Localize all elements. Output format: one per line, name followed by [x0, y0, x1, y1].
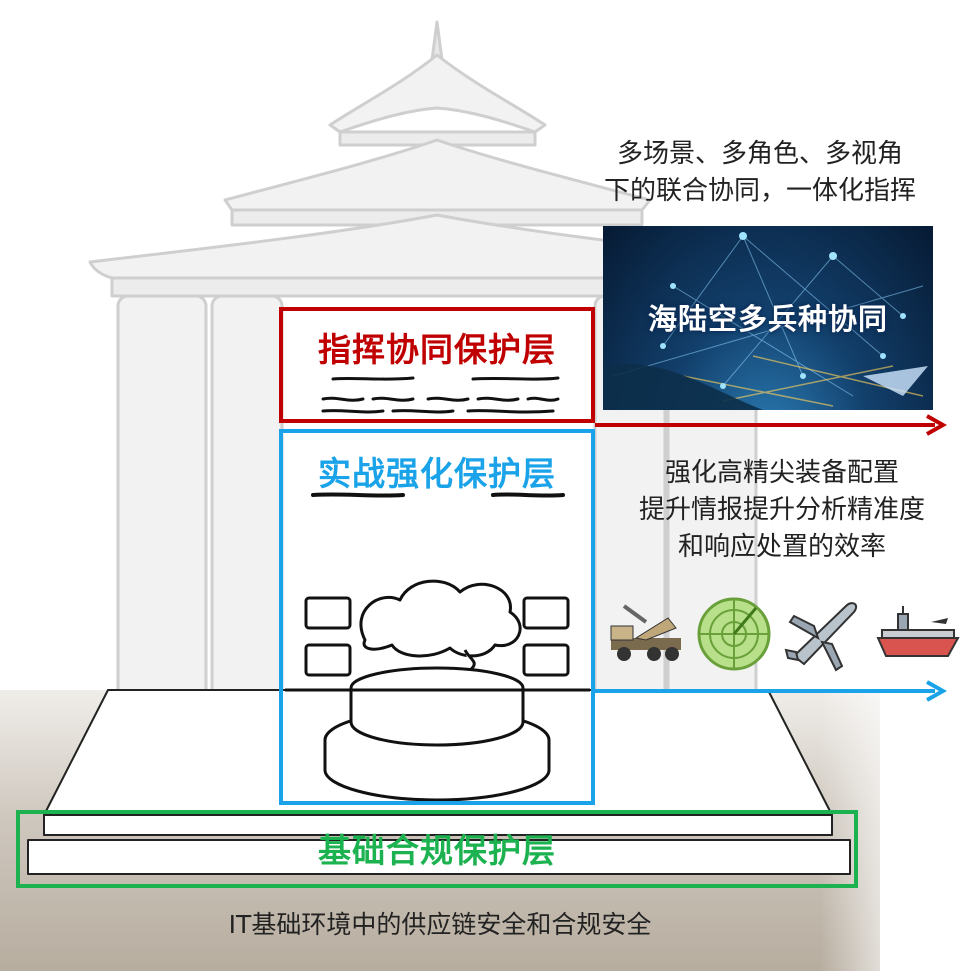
military-aircraft-icon: [784, 596, 864, 672]
combat-layer-caption: 强化高精尖装备配置 提升情报提升分析精准度 和响应处置的效率: [592, 455, 967, 566]
caption-line: 强化高精尖装备配置: [592, 455, 967, 492]
command-coordination-layer: 指挥协同保护层: [279, 307, 595, 423]
blue-arrow: [595, 680, 947, 702]
compliance-layer-caption: IT基础环境中的供应链安全和合规安全: [100, 906, 780, 943]
combat-reinforcement-layer: 实战强化保护层: [279, 429, 595, 805]
caption-line: 多场景、多角色、多视角: [560, 136, 960, 173]
caption-line: 提升情报提升分析精准度: [592, 492, 967, 529]
scribble-lines: [313, 369, 563, 419]
basic-compliance-layer: 基础合规保护层: [16, 810, 858, 888]
caption-line: 和响应处置的效率: [592, 529, 967, 566]
caption-line: 下的联合协同，一体化指挥: [560, 173, 960, 210]
radar-icon: [696, 596, 772, 672]
red-arrow: [595, 414, 947, 436]
aircraft-carrier-icon: [876, 604, 960, 666]
missile-launcher-truck-icon: [606, 598, 686, 668]
joint-operations-image: 海陆空多兵种协同: [603, 226, 933, 410]
layer-title-combat: 实战强化保护层: [283, 447, 591, 495]
command-layer-caption: 多场景、多角色、多视角 下的联合协同，一体化指挥: [560, 136, 960, 210]
scribble-lines: [303, 489, 583, 503]
layer-title-compliance: 基础合规保护层: [20, 824, 854, 872]
joint-operations-label: 海陆空多兵种协同: [603, 296, 933, 338]
layer-title-command: 指挥协同保护层: [283, 323, 591, 371]
